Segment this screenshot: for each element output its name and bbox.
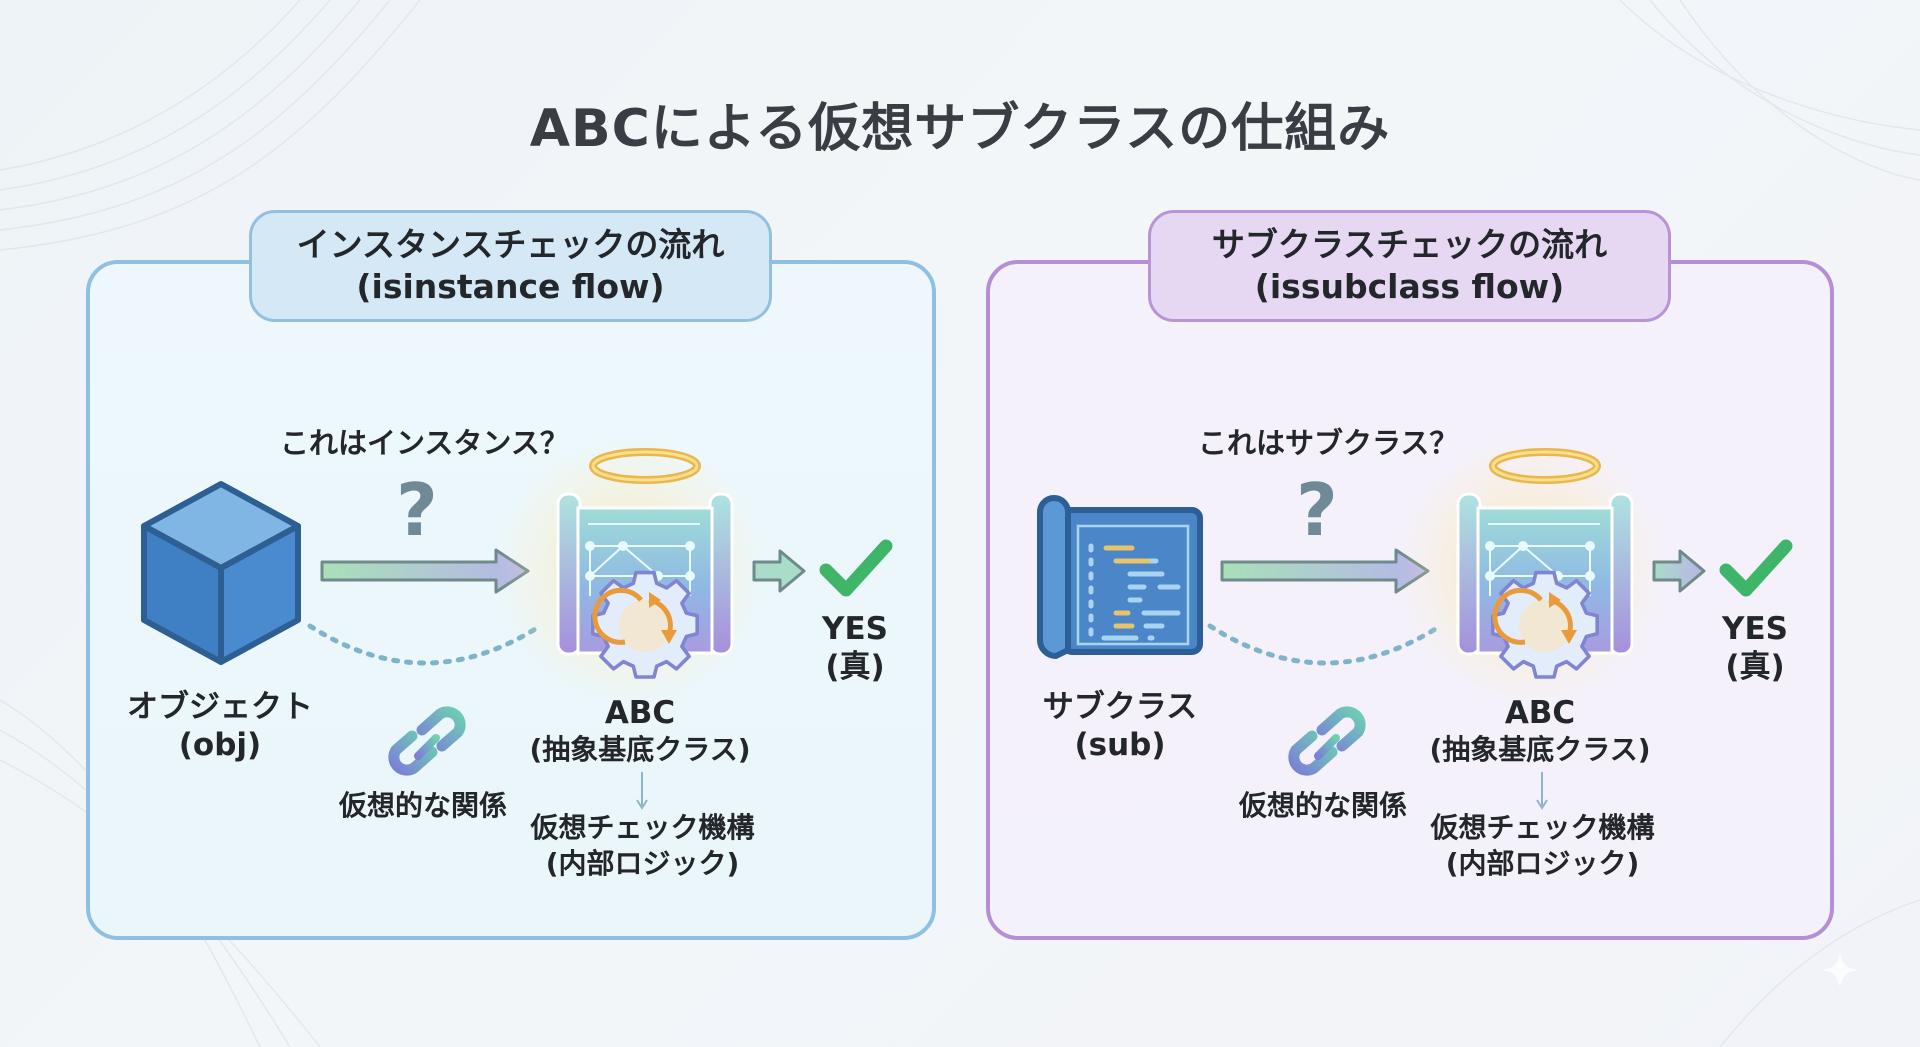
result-arrow <box>1652 549 1706 593</box>
result-arrow <box>752 549 806 593</box>
down-arrow-icon <box>636 772 648 810</box>
header-subtitle: (isinstance flow) <box>356 267 665 306</box>
cube-icon <box>141 481 301 665</box>
check-icon <box>1719 539 1793 597</box>
link-icon <box>388 706 466 776</box>
result-label: YES (真) <box>1722 611 1788 685</box>
mechanism-label: 仮想チェック機構 (内部ロジック) <box>1430 811 1655 880</box>
abc-blueprint-icon <box>1456 448 1634 679</box>
link-icon <box>1288 706 1366 776</box>
header-subtitle: (issubclass flow) <box>1254 267 1565 306</box>
question-label: これはサブクラス？ <box>1198 426 1459 460</box>
virtual-relation-arc <box>307 623 543 666</box>
abc-label: ABC (抽象基底クラス) <box>529 695 751 766</box>
question-mark-icon: ? <box>396 468 438 552</box>
relation-label: 仮想的な関係 <box>338 789 507 822</box>
issubclass-panel-header: サブクラスチェックの流れ (issubclass flow) <box>1148 210 1671 322</box>
code-scroll-icon <box>1037 495 1203 659</box>
check-icon <box>819 539 893 597</box>
mechanism-label: 仮想チェック機構 (内部ロジック) <box>530 811 755 880</box>
virtual-relation-arc <box>1207 623 1443 666</box>
down-arrow-icon <box>1536 772 1548 810</box>
abc-label: ABC (抽象基底クラス) <box>1429 695 1651 766</box>
source-label: サブクラス (sub) <box>1042 689 1198 763</box>
source-label: オブジェクト (obj) <box>127 689 313 763</box>
isinstance-panel-header: インスタンスチェックの流れ (isinstance flow) <box>249 210 772 322</box>
question-mark-icon: ? <box>1296 468 1338 552</box>
header-title: インスタンスチェックの流れ <box>296 225 725 264</box>
header-title: サブクラスチェックの流れ <box>1211 225 1608 264</box>
sparkle-icon <box>1822 952 1858 988</box>
result-label: YES (真) <box>822 611 888 685</box>
page-title: ABCによる仮想サブクラスの仕組み <box>529 99 1391 159</box>
relation-label: 仮想的な関係 <box>1238 789 1407 822</box>
question-label: これはインスタンス？ <box>280 426 569 460</box>
abc-blueprint-icon <box>556 448 734 679</box>
